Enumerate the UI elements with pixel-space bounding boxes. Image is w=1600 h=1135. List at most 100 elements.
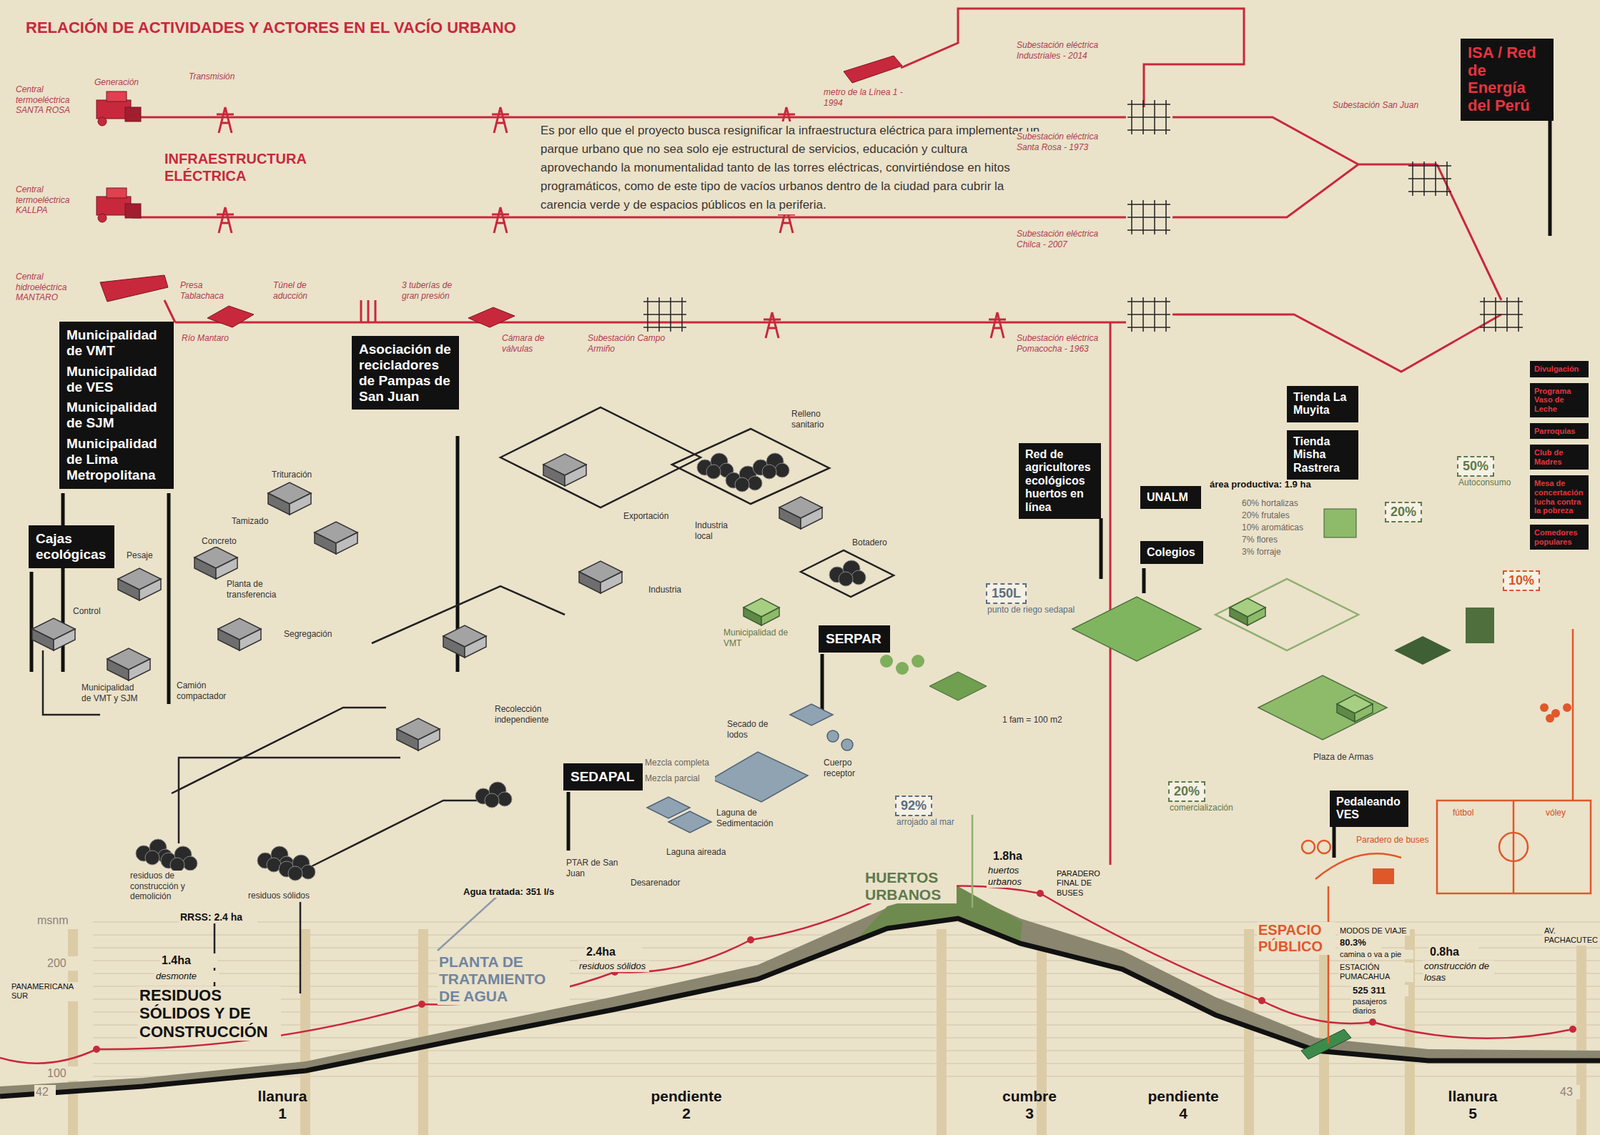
text-label: Control <box>71 606 111 617</box>
text-label: huertos urbanos <box>986 865 1044 888</box>
text-label: ESTACIÓN PUMACAHUA <box>1338 963 1414 983</box>
text-label: 60% hortalizas <box>1240 498 1309 510</box>
sign-board: Tienda Misha Rastrera <box>1286 430 1359 480</box>
text-label: 43 <box>1558 1085 1580 1100</box>
text-label: INFRAESTRUCTURA ELÉCTRICA <box>163 150 328 186</box>
sign-text: Red de agricultores ecológicos huertos e… <box>1025 448 1095 515</box>
text-label: 3 tuberías de gran presión <box>400 280 472 301</box>
sign-text: ISA / Red de Energía del Perú <box>1467 44 1547 116</box>
percent-note: arrojado al mar <box>895 816 956 828</box>
percent-box: 50%Autoconsumo <box>1457 456 1513 489</box>
text-label: residuos de construcción y demolición <box>128 870 211 903</box>
text-label: 100 <box>45 1066 82 1081</box>
sign-text: Municipalidad de Lima Metropolitana <box>66 436 167 484</box>
text-label: vóley <box>1544 807 1580 819</box>
percent-note: punto de riego sedapal <box>985 604 1076 616</box>
text-label: Secado de lodos <box>725 719 787 740</box>
text-label: Trituración <box>270 469 328 481</box>
text-label: Industria local <box>693 520 744 542</box>
text-label: Túnel de aducción <box>271 280 337 301</box>
text-label: Botadero <box>850 537 901 549</box>
text-label: AV. PACHACUTEC <box>1542 926 1600 946</box>
text-label: Generación <box>92 77 158 88</box>
text-label: Planta de transferencia <box>225 579 283 600</box>
sign-board: Parroquias <box>1529 423 1589 440</box>
text-label: RRSS: 2.4 ha <box>178 911 258 924</box>
text-label: Plaza de Armas <box>1311 752 1380 763</box>
text-label: PTAR de San Juan <box>564 857 630 879</box>
sign-board: Divulgación <box>1529 361 1589 378</box>
sign-text: Municipalidad de VMT <box>66 327 167 359</box>
text-label: Cámara de válvulas <box>500 333 565 354</box>
text-label: MODOS DE VIAJE <box>1338 926 1410 936</box>
text-label: PARADERO FINAL DE BUSES <box>1055 869 1120 898</box>
text-label: llanura <box>1429 1088 1516 1105</box>
text-label: PANAMERICANA SUR <box>10 982 82 1002</box>
text-label: desmonte <box>154 970 219 983</box>
sign-text: SERPAR <box>825 631 883 648</box>
sign-text: Club de Madres <box>1534 448 1585 467</box>
text-label: Pesaje <box>125 550 165 562</box>
sign-text: SEDAPAL <box>570 769 636 785</box>
text-label: metro de la Línea 1 - 1994 <box>822 87 916 108</box>
sign-board: Colegios <box>1140 541 1204 565</box>
diagram-title: RELACIÓN DE ACTIVIDADES Y ACTORES EN EL … <box>24 18 518 38</box>
text-label: Relleno sanitario <box>789 408 848 430</box>
text-label: pendiente <box>1140 1088 1227 1105</box>
percent-value: 20% <box>1384 501 1422 523</box>
text-label: Agua tratada: 351 l/s <box>461 886 584 898</box>
text-label: Desarenador <box>629 877 694 889</box>
text-label: ESPACIO PÚBLICO <box>1256 922 1336 956</box>
sign-board: Club de Madres <box>1529 444 1589 470</box>
text-label: HUERTOS URBANOS <box>863 869 957 904</box>
text-label: Transmisión <box>187 71 252 83</box>
text-label: Subestación eléctrica Chilca - 2007 <box>1015 228 1105 250</box>
text-label: 10% aromáticas <box>1240 522 1309 534</box>
sign-text: Divulgación <box>1534 364 1585 374</box>
sign-text: Municipalidad de VES <box>66 363 167 396</box>
percent-note: Autoconsumo <box>1457 476 1513 489</box>
percent-value: 92% <box>895 795 933 817</box>
sign-board: SERPAR <box>818 625 891 653</box>
sign-board: Red de agricultores ecológicos huertos e… <box>1018 443 1101 520</box>
text-label: 200 <box>45 956 82 971</box>
text-label: pasajeros diarios <box>1351 997 1405 1017</box>
sign-text: Municipalidad de SJM <box>66 399 167 432</box>
percent-value: 10% <box>1502 570 1540 592</box>
percent-box: 92%arrojado al mar <box>895 795 956 828</box>
text-label: Río Mantaro <box>180 333 245 344</box>
text-label: Laguna aireada <box>664 847 730 858</box>
text-label: 3 <box>986 1105 1073 1122</box>
sign-text: Mesa de concertación lucha contra la pob… <box>1534 478 1585 516</box>
text-label: 1 <box>239 1105 326 1122</box>
sign-board: Asociación de recicladores de Pampas de … <box>351 336 459 410</box>
text-label: 20% frutales <box>1240 510 1309 522</box>
text-label: Industria <box>647 584 698 596</box>
text-label: msnm <box>35 913 79 928</box>
text-label: Presa Tablachaca <box>178 280 244 301</box>
text-label: 7% flores <box>1240 534 1309 546</box>
text-label: Camión compactador <box>175 680 236 702</box>
sign-text: Programa Vaso de Leche <box>1534 386 1585 414</box>
text-label: Central termoeléctrica KALLPA <box>14 184 90 216</box>
percent-value: 20% <box>1168 781 1206 803</box>
sign-text: Cajas ecológicas <box>35 531 108 563</box>
text-label: Subestación Campo Armiño <box>586 333 673 354</box>
text-label: fútbol <box>1451 807 1488 819</box>
text-label: Es por ello que el proyecto busca resign… <box>537 121 1047 215</box>
text-label: Cuerpo receptor <box>822 757 880 779</box>
sign-text: Colegios <box>1146 546 1197 560</box>
text-label: 1 fam = 100 m2 <box>1000 714 1073 726</box>
text-label: 525 311 <box>1351 985 1409 997</box>
sign-text: Pedaleando VES <box>1336 795 1402 823</box>
text-label: Central hidroeléctrica MANTARO <box>14 271 93 304</box>
text-label: 42 <box>34 1085 56 1100</box>
sign-text: Comedores populares <box>1534 528 1585 547</box>
text-label: Municipalidad de VMT y SJM <box>80 682 145 704</box>
text-label: 4 <box>1140 1105 1227 1122</box>
text-label: Municipalidad de VMT <box>722 627 790 649</box>
text-label: 2 <box>643 1105 730 1122</box>
text-label: construcción de losas <box>1422 960 1495 984</box>
sign-text: UNALM <box>1146 491 1195 505</box>
text-label: llanura <box>239 1088 326 1105</box>
